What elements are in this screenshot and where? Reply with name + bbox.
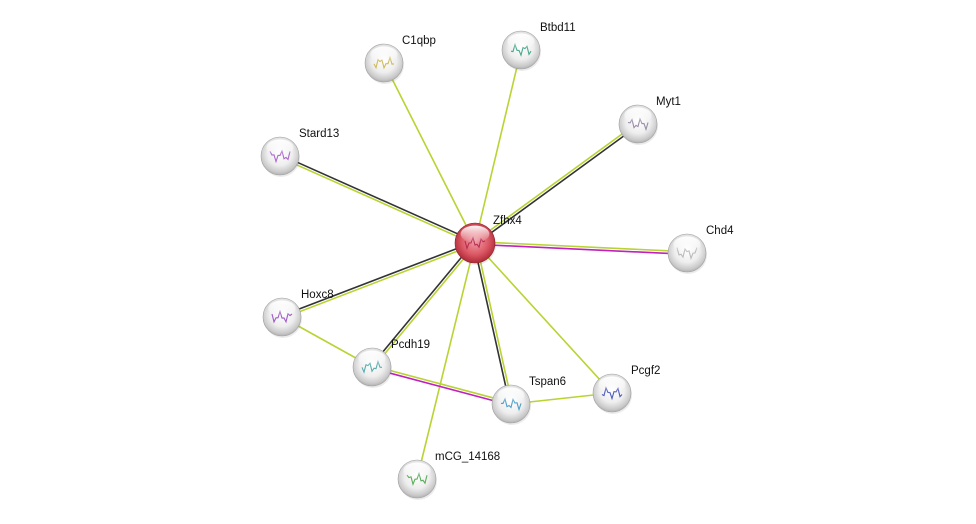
node-pcgf2[interactable]: Pcgf2 [592, 365, 660, 414]
edge-line-yellow-green [473, 122, 639, 243]
node-myt1[interactable]: Myt1 [618, 96, 681, 145]
edge-zfhx4-c1qbp[interactable] [383, 62, 476, 244]
edge-zfhx4-btbd11[interactable] [474, 49, 522, 244]
node-label-tspan6: Tspan6 [529, 376, 566, 388]
node-hoxc8[interactable]: Hoxc8 [262, 289, 334, 338]
edge-line-dark [279, 154, 477, 243]
nodes-layer: Zfhx4 C1qbp Btbd11Myt1Stard13Chd4Hoxc8Pcdh… [260, 22, 734, 500]
edge-zfhx4-hoxc8[interactable] [280, 240, 477, 320]
edge-line-magenta [370, 367, 512, 407]
edge-zfhx4-chd4[interactable] [474, 240, 688, 256]
node-label-hoxc8: Hoxc8 [301, 289, 334, 301]
node-label-pcdh19: Pcdh19 [391, 339, 430, 351]
edge-zfhx4-pcdh19[interactable] [370, 241, 477, 369]
node-label-myt1: Myt1 [656, 96, 681, 108]
node-label-zfhx4: Zfhx4 [493, 215, 522, 227]
edge-line-dark [370, 241, 475, 367]
edge-zfhx4-myt1[interactable] [473, 122, 640, 245]
edge-line-dark [472, 242, 511, 406]
edges-layer [278, 49, 688, 480]
edge-zfhx4-pcgf2[interactable] [474, 242, 613, 394]
node-btbd11[interactable]: Btbd11 [501, 22, 576, 71]
edge-zfhx4-mcg14168[interactable] [416, 242, 476, 480]
edge-zfhx4-tspan6[interactable] [472, 241, 514, 406]
node-gloss [507, 33, 535, 50]
edge-line-dark [280, 240, 476, 317]
node-gloss [598, 376, 626, 393]
node-gloss [497, 387, 525, 404]
node-label-c1qbp: C1qbp [402, 35, 436, 47]
edge-line-yellow-green [278, 156, 476, 245]
edge-line-yellow-green [416, 242, 476, 480]
node-zfhx4[interactable]: Zfhx4 [454, 215, 522, 265]
edge-line-yellow-green [474, 240, 688, 253]
edge-zfhx4-stard13[interactable] [278, 154, 477, 245]
edge-line-yellow-green [383, 62, 476, 244]
node-label-pcgf2: Pcgf2 [631, 365, 660, 377]
edge-line-yellow-green [474, 49, 522, 244]
node-gloss [624, 107, 652, 124]
node-label-chd4: Chd4 [706, 225, 734, 237]
edge-line-yellow-green [281, 243, 477, 320]
node-pcdh19[interactable]: Pcdh19 [352, 339, 430, 388]
edge-line-yellow-green [371, 364, 513, 404]
node-gloss [460, 225, 490, 243]
node-mcg14168[interactable]: mCG_14168 [397, 451, 500, 500]
edge-line-yellow-green [475, 241, 514, 405]
node-gloss [403, 462, 431, 479]
node-label-stard13: Stard13 [299, 128, 339, 140]
edge-line-yellow-green [474, 242, 613, 394]
node-gloss [358, 350, 386, 367]
node-tspan6[interactable]: Tspan6 [491, 376, 566, 425]
node-c1qbp[interactable]: C1qbp [364, 35, 436, 84]
node-stard13[interactable]: Stard13 [260, 128, 339, 177]
node-label-btbd11: Btbd11 [540, 22, 576, 34]
edge-line-magenta [474, 243, 688, 256]
node-gloss [370, 46, 398, 63]
node-chd4[interactable]: Chd4 [667, 225, 734, 274]
edge-pcdh19-tspan6[interactable] [370, 364, 513, 407]
node-gloss [268, 300, 296, 317]
node-gloss [266, 139, 294, 156]
edge-line-yellow-green [372, 243, 477, 369]
edge-line-dark [474, 124, 640, 245]
node-label-mcg14168: mCG_14168 [435, 451, 500, 463]
node-gloss [673, 236, 701, 253]
